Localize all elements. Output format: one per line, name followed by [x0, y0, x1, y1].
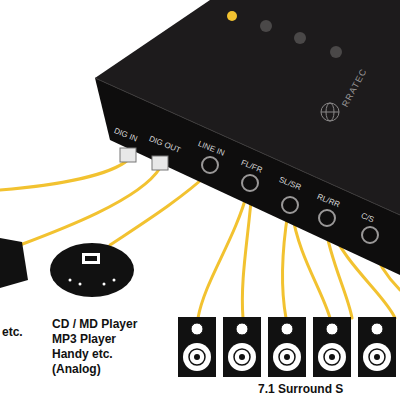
box-front	[95, 78, 400, 275]
speaker	[223, 317, 261, 377]
optical-port	[120, 148, 136, 162]
jacks	[202, 157, 378, 243]
button	[260, 20, 272, 32]
speaker-caption: 7.1 Surround S	[258, 382, 343, 396]
cd-player	[50, 243, 134, 297]
digital-device	[0, 238, 28, 288]
device-caption: CD / MD Player MP3 Player Handy etc. (An…	[52, 317, 156, 377]
speaker	[313, 317, 351, 377]
button	[330, 46, 342, 58]
device-caption: etc.	[2, 325, 23, 339]
speaker	[268, 317, 306, 377]
logo	[321, 103, 339, 121]
led	[227, 11, 237, 21]
optical-port	[152, 156, 168, 170]
speaker	[358, 317, 396, 377]
speaker	[178, 317, 216, 377]
speakers	[178, 317, 400, 377]
button	[294, 32, 306, 44]
